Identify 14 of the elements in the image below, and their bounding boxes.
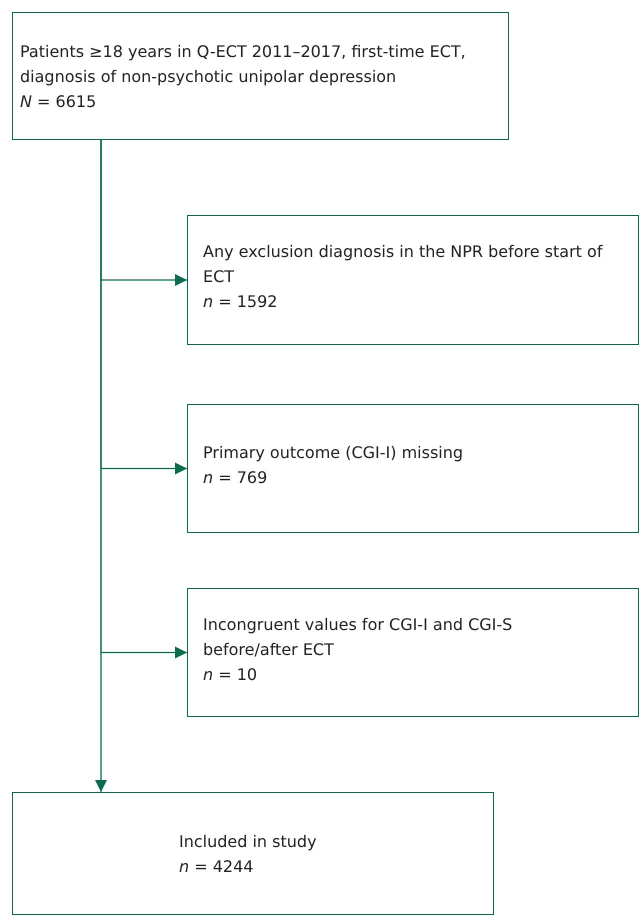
count-text: n = 10 <box>203 664 258 686</box>
process-box <box>12 12 509 140</box>
count-text: n = 1592 <box>203 291 278 313</box>
box-text: Primary outcome (CGI-I) missing <box>203 442 464 464</box>
count-text: N = 6615 <box>20 91 98 113</box>
process-box <box>12 792 494 915</box>
box-text: Included in study <box>179 831 318 853</box>
count-text: n = 769 <box>203 467 268 489</box>
count-text: n = 4244 <box>179 856 254 878</box>
process-box <box>187 588 639 717</box>
process-box <box>187 404 639 533</box>
arrow <box>95 140 107 792</box>
process-box <box>187 215 639 345</box>
box-text: Patients ≥18 years in Q-ECT 2011–2017, first-time ECT, diagnosis of non-psychotic unipolar depression <box>20 41 467 88</box>
